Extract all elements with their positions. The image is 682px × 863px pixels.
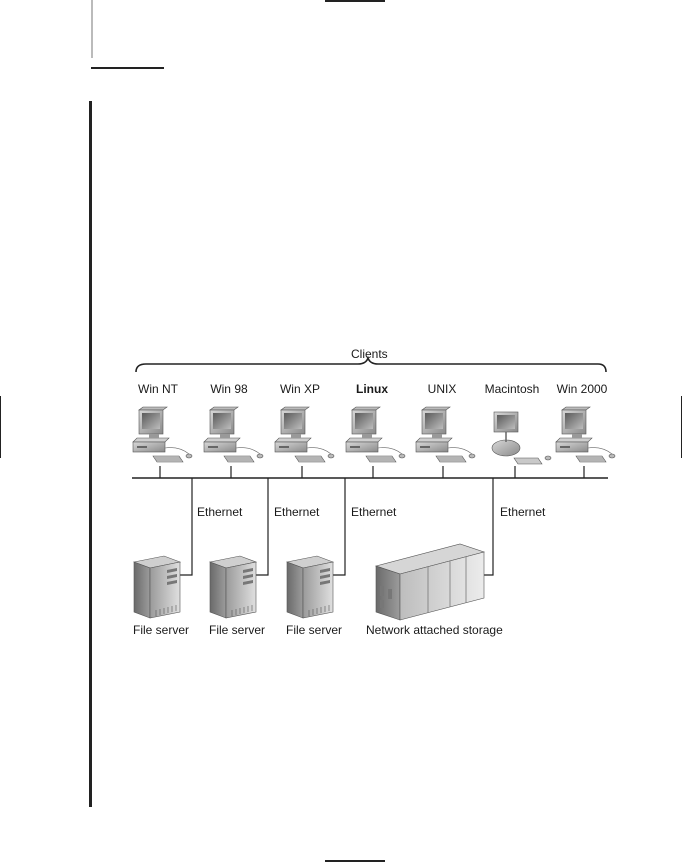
client-label-macintosh: Macintosh	[484, 382, 540, 396]
page-crop-mark-left	[0, 396, 1, 458]
page-header-underline	[91, 67, 164, 69]
file-server-2	[209, 555, 257, 619]
client-label-win-98: Win 98	[210, 382, 248, 396]
server-link-2	[256, 478, 269, 576]
page-left-margin-bar-top	[91, 0, 93, 58]
ethernet-label-1: Ethernet	[197, 505, 243, 519]
server-label-2: File server	[209, 623, 266, 637]
network-attached-storage	[374, 543, 486, 621]
client-label-linux: Linux	[356, 382, 388, 396]
ethernet-label-2: Ethernet	[274, 505, 320, 519]
page-bottom-rule	[325, 860, 385, 862]
server-label-3: File server	[286, 623, 343, 637]
ethernet-label-4: Ethernet	[500, 505, 546, 519]
file-server-3	[286, 555, 334, 619]
page-left-margin-bar	[89, 101, 92, 807]
server-label-1: File server	[133, 623, 190, 637]
client-label-win-2000: Win 2000	[556, 382, 608, 396]
client-label-unix: UNIX	[427, 382, 457, 396]
file-server-1	[133, 555, 181, 619]
page-top-rule	[325, 0, 385, 2]
clients-heading: Clients	[351, 347, 388, 361]
ethernet-label-3: Ethernet	[351, 505, 397, 519]
server-link-4	[482, 478, 494, 576]
server-link-1	[180, 478, 193, 576]
client-label-win-xp: Win XP	[279, 382, 320, 396]
client-label-win-nt: Win NT	[138, 382, 178, 396]
server-label-nas: Network attached storage	[366, 623, 503, 637]
server-link-3	[333, 478, 346, 576]
